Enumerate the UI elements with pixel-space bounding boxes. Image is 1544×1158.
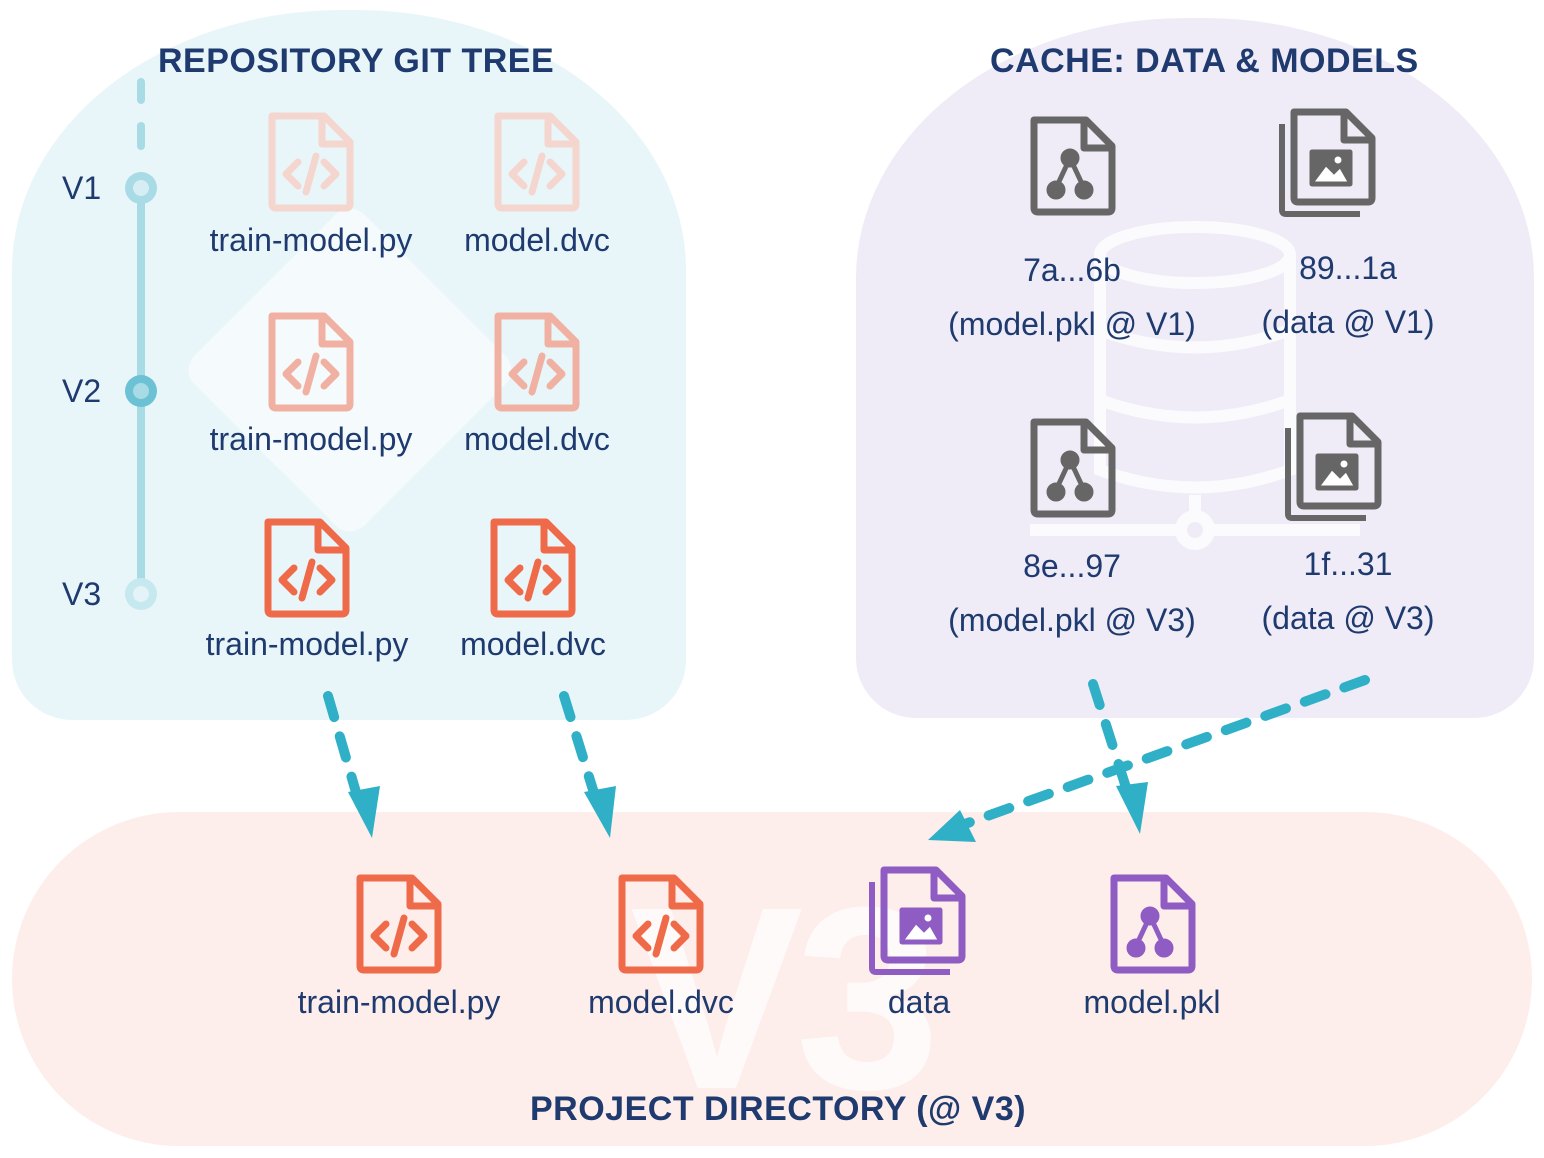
version-label-v2: V2 — [62, 373, 102, 409]
cache-desc-model-v1: (model.pkl @ V1) — [948, 306, 1196, 342]
arrow-dvc-to-project — [559, 691, 603, 811]
cache-panel — [856, 18, 1534, 718]
timeline-node-v1 — [125, 172, 157, 204]
project-title: PROJECT DIRECTORY (@ V3) — [530, 1090, 1027, 1128]
arrowhead-model — [1116, 782, 1148, 834]
v3-watermark: V3 — [630, 854, 940, 1144]
timeline-node-v2 — [125, 375, 157, 407]
project-dvc-label: model.dvc — [588, 984, 734, 1020]
cache-desc-data-v1: (data @ V1) — [1261, 304, 1435, 340]
arrowhead-dvc — [584, 786, 616, 838]
cache-desc-data-v3: (data @ V3) — [1261, 600, 1435, 636]
arrow-model-to-project — [1088, 679, 1135, 805]
cache-hash-data-v3: 1f...31 — [1303, 546, 1393, 582]
repo-v1-script-label: train-model.py — [209, 222, 413, 258]
project-directory-panel — [12, 812, 1532, 1146]
cache-hash-model-v1: 7a...6b — [1023, 252, 1121, 288]
version-label-v1: V1 — [62, 170, 102, 206]
arrowhead-script — [348, 786, 380, 838]
project-model-label: model.pkl — [1083, 984, 1221, 1020]
repo-v3-dvc-label: model.dvc — [460, 626, 606, 662]
project-data-label: data — [887, 984, 951, 1020]
repo-v2-dvc-label: model.dvc — [464, 421, 610, 457]
database-watermark — [1030, 221, 1360, 550]
cache-title: CACHE: DATA & MODELS — [990, 42, 1419, 80]
cache-hash-data-v1: 89...1a — [1299, 250, 1397, 286]
arrow-data-to-project — [960, 675, 1370, 829]
repo-v1-dvc-label: model.dvc — [464, 222, 610, 258]
cache-hash-model-v3: 8e...97 — [1023, 548, 1121, 584]
cache-desc-model-v3: (model.pkl @ V3) — [948, 602, 1196, 638]
repo-v2-script-label: train-model.py — [209, 421, 413, 457]
repo-v3-script-label: train-model.py — [205, 626, 409, 662]
repo-title: REPOSITORY GIT TREE — [158, 42, 555, 80]
arrow-script-to-project — [323, 691, 365, 811]
arrowhead-data — [928, 810, 976, 842]
version-label-v3: V3 — [62, 576, 102, 612]
project-script-label: train-model.py — [297, 984, 501, 1020]
timeline-node-v3 — [125, 578, 157, 610]
